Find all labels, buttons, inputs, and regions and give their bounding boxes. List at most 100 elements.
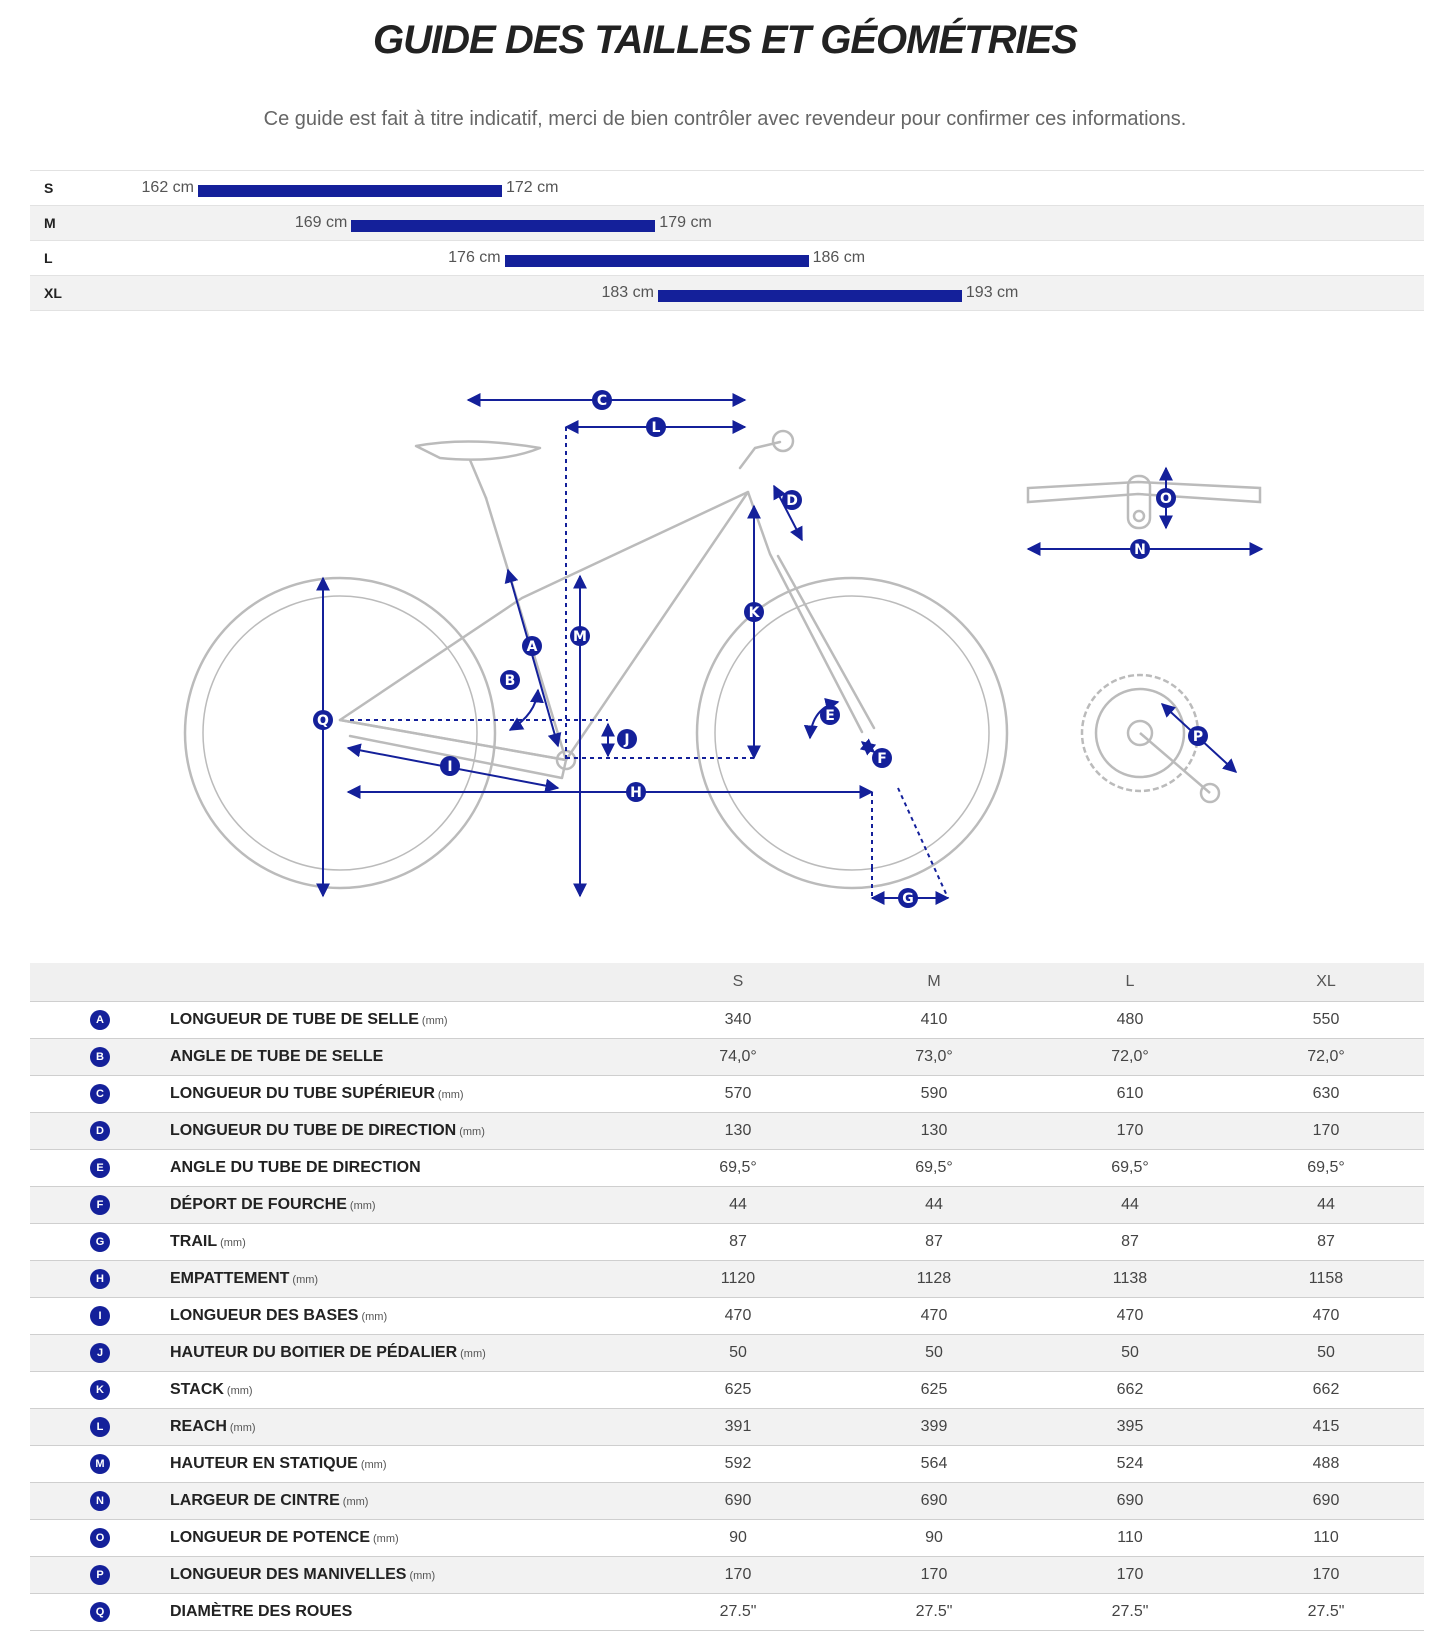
row-label: LONGUEUR DE POTENCE(mm) [170,1519,640,1557]
row-badge: K [90,1380,110,1400]
row-value: 170 [1228,1112,1424,1150]
range-max-label: 193 cm [965,284,1019,301]
row-value: 50 [836,1334,1032,1372]
row-badge-cell: M [30,1445,170,1483]
row-value: 130 [836,1112,1032,1150]
row-unit: (mm) [349,1200,376,1212]
row-badge-cell: O [30,1519,170,1557]
marker-p: P [1193,729,1203,745]
row-badge: M [90,1454,110,1474]
row-badge: F [90,1195,110,1215]
row-label: EMPATTEMENT(mm) [170,1260,640,1298]
row-value: 50 [1032,1334,1228,1372]
range-max-label: 179 cm [659,214,712,231]
row-value: 50 [1228,1334,1424,1372]
row-label-text: TRAIL [170,1233,218,1250]
row-label-text: LONGUEUR DE TUBE DE SELLE [170,1011,419,1028]
row-badge: P [90,1565,110,1585]
row-value: 87 [1032,1223,1228,1261]
row-badge: D [90,1121,110,1141]
row-value: 69,5° [1032,1149,1228,1187]
row-label-text: EMPATTEMENT [170,1270,290,1287]
row-label: ANGLE DE TUBE DE SELLE [170,1038,640,1076]
row-value: 170 [1228,1556,1424,1594]
handlebar-illustration [1026,474,1262,530]
row-unit: (mm) [459,1126,485,1138]
range-bar [351,220,656,232]
range-max-label: 186 cm [812,249,866,266]
range-bar [198,185,502,197]
row-label: DIAMÈTRE DES ROUES [170,1593,640,1631]
row-label-text: LONGUEUR DES MANIVELLES [170,1566,407,1583]
row-unit: (mm) [421,1015,448,1027]
marker-a: A [527,639,538,655]
row-label-text: LONGUEUR DU TUBE DE DIRECTION [170,1122,457,1139]
row-badge: E [90,1158,110,1178]
range-min-label: 169 cm [294,214,348,231]
range-size-label: L [44,250,53,266]
row-label-text: LONGUEUR DU TUBE SUPÉRIEUR [170,1085,435,1102]
row-value: 662 [1032,1371,1228,1409]
row-label-text: LONGUEUR DES BASES [170,1307,359,1324]
row-label-text: HAUTEUR EN STATIQUE [170,1455,358,1472]
row-badge-cell: A [30,1001,170,1039]
row-value: 570 [640,1075,836,1113]
row-value: 72,0° [1032,1038,1228,1076]
row-value: 69,5° [1228,1149,1424,1187]
row-badge-cell: E [30,1149,170,1187]
row-label: REACH(mm) [170,1408,640,1446]
header-label [170,963,640,1002]
marker-i: I [447,759,452,775]
row-label-text: DIAMÈTRE DES ROUES [170,1603,353,1620]
row-badge: G [90,1232,110,1252]
row-badge-cell: G [30,1223,170,1261]
marker-h: H [630,785,642,801]
page-subtitle: Ce guide est fait à titre indicatif, mer… [263,108,1187,130]
dim-line-a [504,568,562,748]
row-label: LONGUEUR DES MANIVELLES(mm) [170,1556,640,1594]
row-label-text: LONGUEUR DE POTENCE [170,1529,371,1546]
row-badge: Q [90,1602,110,1622]
row-unit: (mm) [460,1348,486,1360]
row-label: STACK(mm) [170,1371,640,1409]
row-label: HAUTEUR DU BOITIER DE PÉDALIER(mm) [170,1334,640,1372]
range-min-label: 183 cm [601,284,654,301]
marker-b: B [505,673,516,689]
row-badge-cell: L [30,1408,170,1446]
row-value: 690 [1228,1482,1424,1520]
row-badge: B [90,1047,110,1067]
row-value: 625 [640,1371,836,1409]
bike-geometry-diagram: C L D K M A B J I H Q E F G O N P [0,368,1450,928]
row-value: 170 [640,1556,836,1594]
row-value: 110 [1228,1519,1424,1557]
marker-k: K [749,605,761,621]
header-size-l: L [1032,963,1228,1002]
row-value: 590 [836,1075,1032,1113]
row-value: 27.5" [1228,1593,1424,1631]
row-value: 170 [1032,1556,1228,1594]
row-badge: O [90,1528,110,1548]
row-unit: (mm) [373,1533,399,1545]
row-value: 50 [640,1334,836,1372]
row-value: 395 [1032,1408,1228,1446]
row-value: 480 [1032,1001,1228,1039]
header-size-m: M [836,963,1032,1002]
row-value: 87 [1228,1223,1424,1261]
row-badge-cell: J [30,1334,170,1372]
row-value: 69,5° [836,1149,1032,1187]
marker-n: N [1134,542,1146,558]
row-value: 662 [1228,1371,1424,1409]
row-badge: H [90,1269,110,1289]
row-value: 87 [640,1223,836,1261]
row-badge: I [90,1306,110,1326]
